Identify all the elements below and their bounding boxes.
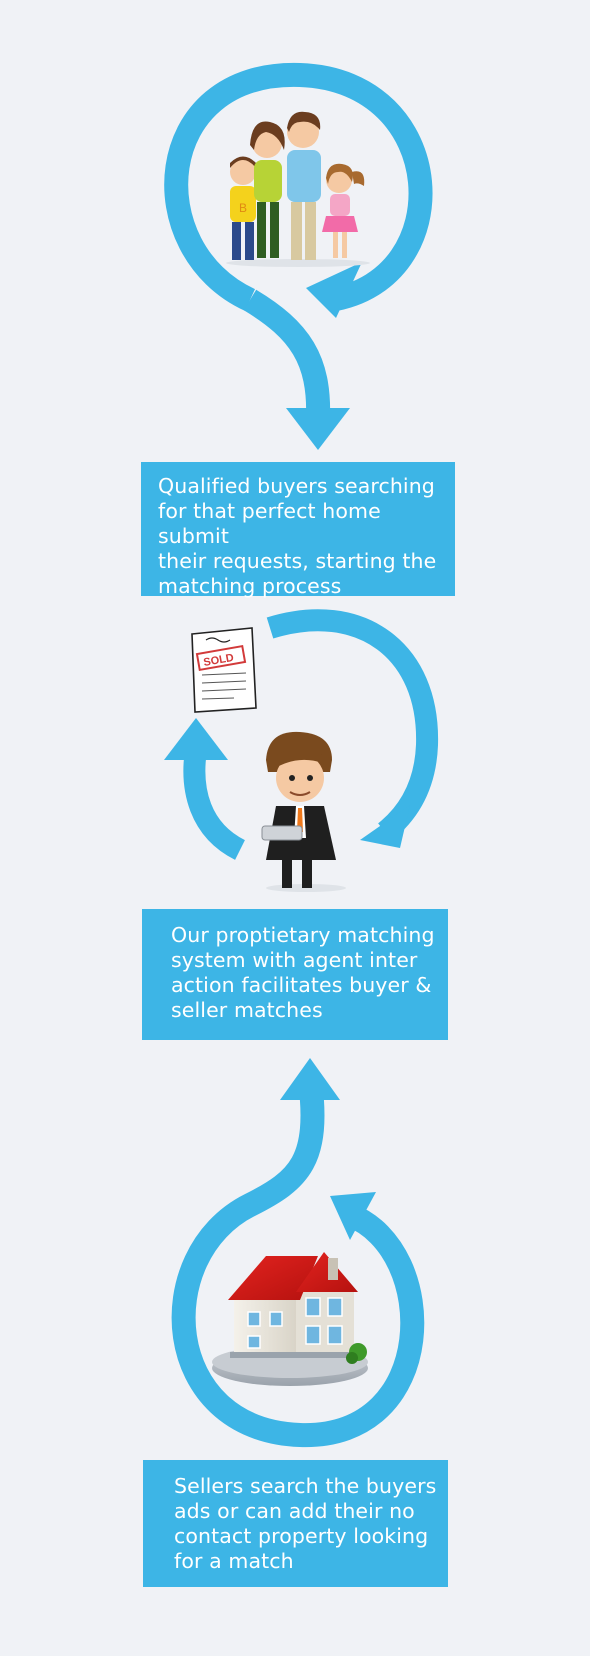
arrow-head-up-bottom	[280, 1058, 340, 1100]
house-illustration	[212, 1252, 368, 1386]
sold-contract-icon: SOLD	[191, 627, 257, 713]
arrow-head-middle-left	[164, 718, 228, 760]
arrow-head-down-1	[286, 408, 350, 450]
step-2-box: Our proptietary matching system with age…	[142, 909, 448, 1040]
loop-arrow-bottom	[171, 1078, 425, 1448]
arrow-head-bottom-loop	[330, 1192, 376, 1240]
loop-arrow-top	[164, 62, 433, 419]
step-1-box: Qualified buyers searching for that perf…	[141, 462, 455, 598]
family-illustration: B	[226, 111, 370, 267]
agent-illustration	[261, 731, 346, 892]
svg-text:B: B	[239, 201, 247, 215]
svg-text:SOLD: SOLD	[203, 652, 235, 669]
step-3-box: Sellers search the buyers ads or can add…	[143, 1460, 448, 1587]
arrow-head-middle-right	[360, 805, 410, 848]
arrow-head-top-loop	[306, 262, 362, 318]
